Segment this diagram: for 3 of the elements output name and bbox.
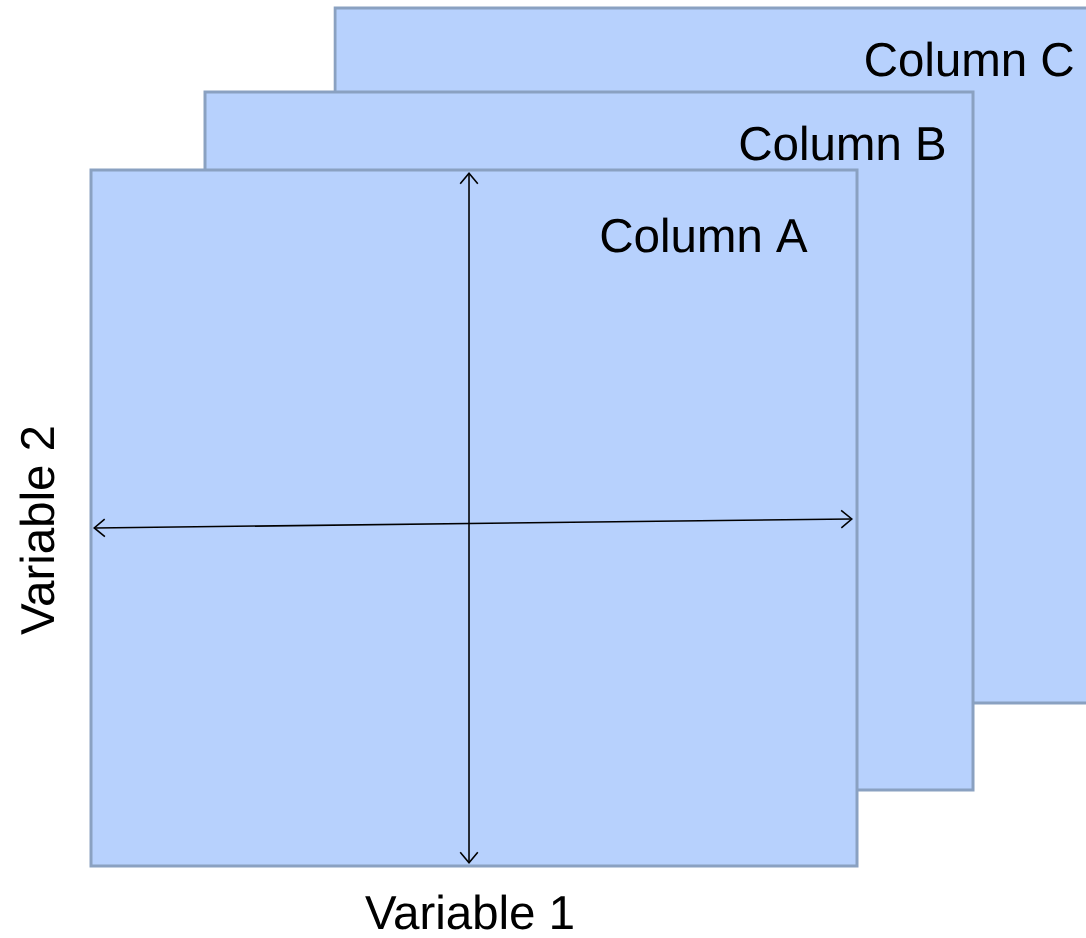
axis-label: Variable 1	[365, 894, 573, 930]
node-label: Column C	[866, 41, 1073, 77]
panel: Column A	[89, 168, 859, 868]
